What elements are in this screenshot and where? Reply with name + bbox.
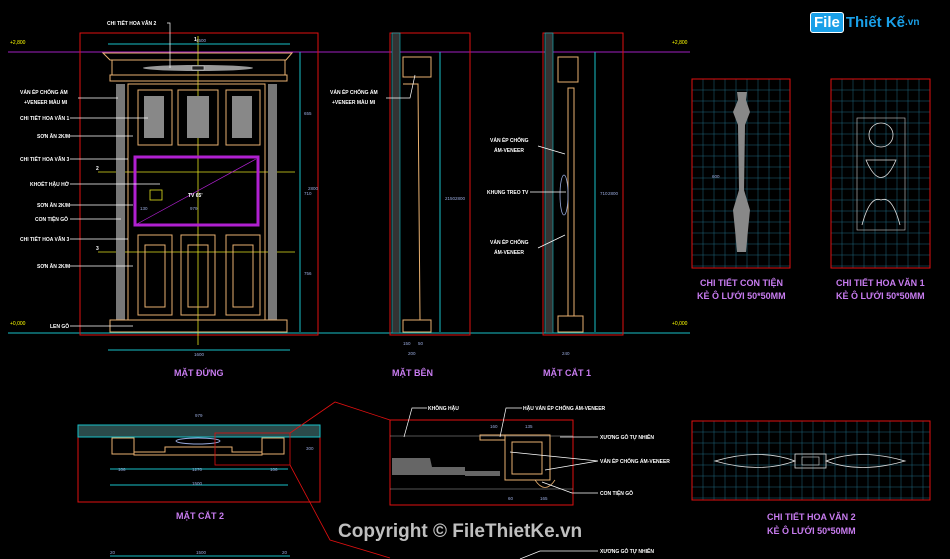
svg-text:XƯƠNG GỖ TỰ NHIÊN: XƯƠNG GỖ TỰ NHIÊN (600, 547, 654, 555)
svg-text:165: 165 (540, 496, 548, 501)
section-mark-2: 2 (96, 166, 99, 172)
pattern1-subtitle: KẺ Ô LƯỚI 50*50MM (836, 290, 925, 301)
svg-text:60: 60 (508, 496, 514, 501)
svg-text:2800: 2800 (455, 196, 466, 201)
svg-text:135: 135 (525, 424, 533, 429)
pattern2-subtitle: KẺ Ô LƯỚI 50*50MM (767, 525, 856, 536)
baluster-subtitle: KẺ Ô LƯỚI 50*50MM (697, 290, 786, 301)
svg-text:2800: 2800 (608, 191, 619, 196)
svg-text:KHÔNG HẬU: KHÔNG HẬU (428, 404, 459, 412)
level-ground-right: +0,000 (672, 321, 688, 327)
elevation-title: MẶT ĐỨNG (174, 367, 223, 378)
svg-text:VÁN ÉP CHỐNG: VÁN ÉP CHỐNG (490, 136, 529, 144)
svg-text:CHI TIẾT HOA VĂN 3: CHI TIẾT HOA VĂN 3 (20, 236, 69, 243)
copyright-watermark: Copyright © FileThietKe.vn (338, 521, 582, 542)
elevation-label-list: CHI TIẾT HOA VĂN 1 SƠN ÂN 2K/M CHI TIẾT … (20, 115, 160, 330)
svg-text:SƠN ÂN 2K/M: SƠN ÂN 2K/M (37, 133, 70, 140)
tv-label: TV 65' (188, 193, 203, 199)
section-1: 710 2800 240 VÁN ÉP CHỐNG ẨM-VENEER KHUN… (487, 32, 624, 378)
label-hoa-van-2: CHI TIẾT HOA VĂN 2 (107, 20, 156, 27)
section-mark-1: 1 (194, 37, 197, 43)
svg-text:CON TIỆN GỖ: CON TIỆN GỖ (600, 489, 633, 497)
svg-text:ẨM-VENEER: ẨM-VENEER (494, 147, 524, 154)
dim-h2: 710 (304, 191, 312, 196)
label-veneer: +VENEER MÀU MI (24, 99, 68, 106)
svg-text:1500: 1500 (192, 481, 203, 486)
svg-text:VÁN ÉP CHỐNG ẨM-VENEER: VÁN ÉP CHỐNG ẨM-VENEER (600, 457, 670, 465)
svg-text:106: 106 (118, 467, 126, 472)
svg-text:200: 200 (408, 351, 416, 356)
label-van-ep: VÁN ÉP CHỐNG ẨM (20, 88, 68, 96)
detail-pattern-1: CHI TIẾT HOA VĂN 1 KẺ Ô LƯỚI 50*50MM (830, 78, 931, 301)
svg-text:20: 20 (282, 550, 288, 555)
svg-text:20: 20 (110, 550, 116, 555)
svg-text:XƯƠNG GỖ TỰ NHIÊN: XƯƠNG GỖ TỰ NHIÊN (600, 433, 654, 441)
level-top-left: +2,800 (10, 40, 26, 46)
svg-text:710: 710 (600, 191, 608, 196)
svg-text:+VENEER MÀU MI: +VENEER MÀU MI (332, 99, 376, 106)
detail-baluster: 600 CHI TIẾT CON TIỆN KẺ Ô LƯỚI 50*50MM (691, 78, 791, 301)
svg-text:979: 979 (195, 413, 203, 418)
section-detail: 160 135 165 60 KHÔNG HẬU HẬU VÁN ÉP CHỐN… (389, 404, 670, 559)
dim-side: 130 (140, 206, 148, 211)
svg-text:1500: 1500 (196, 550, 207, 555)
level-ground-left: +0,000 (10, 321, 26, 327)
pattern2-title: CHI TIẾT HOA VĂN 2 (767, 512, 856, 522)
section-2-title: MẶT CẮT 2 (176, 511, 224, 521)
filethietke-logo: File Thiết Kế .vn (810, 12, 919, 33)
svg-text:SƠN ÂN 2K/M: SƠN ÂN 2K/M (37, 202, 70, 209)
svg-text:KHUNG TREO TV: KHUNG TREO TV (487, 190, 529, 196)
svg-text:CON TIỆN GỖ: CON TIỆN GỖ (35, 215, 68, 223)
svg-text:240: 240 (562, 351, 570, 356)
svg-text:600: 600 (712, 174, 720, 179)
svg-text:KHOÉT HẬU HỞ: KHOÉT HẬU HỞ (30, 180, 70, 188)
detail-pattern-2: CHI TIẾT HOA VĂN 2 KẺ Ô LƯỚI 50*50MM (691, 420, 931, 536)
svg-text:160: 160 (490, 424, 498, 429)
svg-text:CHI TIẾT HOA VĂN 3: CHI TIẾT HOA VĂN 3 (20, 156, 69, 163)
svg-text:CHI TIẾT HOA VĂN 1: CHI TIẾT HOA VĂN 1 (20, 115, 69, 122)
side-view: 2150 2800 150 50 200 VÁN ÉP CHỐNG ẨM +VE… (330, 32, 471, 378)
bottom-partial-drawing: 20 1500 20 (110, 550, 290, 557)
svg-text:VÁN ÉP CHỐNG ẨM: VÁN ÉP CHỐNG ẨM (330, 88, 378, 96)
svg-text:HẬU VÁN ÉP CHỐNG ẨM-VENEER: HẬU VÁN ÉP CHỐNG ẨM-VENEER (523, 404, 606, 412)
svg-text:50: 50 (418, 341, 424, 346)
svg-text:300: 300 (306, 446, 314, 451)
baluster-title: CHI TIẾT CON TIỆN (700, 277, 783, 288)
svg-text:ẨM-VENEER: ẨM-VENEER (494, 249, 524, 256)
dim-top-width: 1500 (196, 38, 207, 43)
svg-text:VÁN ÉP CHỐNG: VÁN ÉP CHỐNG (490, 238, 529, 246)
dim-bottom-width: 1600 (194, 352, 205, 357)
dim-h3: 756 (304, 271, 312, 276)
pattern1-title: CHI TIẾT HOA VĂN 1 (836, 278, 925, 288)
side-view-title: MẶT BÊN (392, 367, 433, 378)
dim-h1: 655 (304, 111, 312, 116)
dim-height: 2800 (308, 186, 319, 191)
level-top-right: +2,800 (672, 40, 688, 46)
svg-text:SƠN ÂN 2K/M: SƠN ÂN 2K/M (37, 263, 70, 270)
section-mark-3: 3 (96, 246, 99, 252)
section-1-title: MẶT CẮT 1 (543, 368, 591, 378)
dim-tv-width: 979 (190, 206, 198, 211)
svg-text:2150: 2150 (445, 196, 456, 201)
front-elevation: TV 65' 1500 1600 655 710 756 2800 979 13… (20, 20, 319, 378)
svg-text:106: 106 (270, 467, 278, 472)
section-2: 979 1270 1500 106 106 300 MẶT CẮT 2 (77, 401, 391, 559)
svg-text:1270: 1270 (192, 467, 203, 472)
svg-text:LEN GỖ: LEN GỖ (50, 323, 69, 330)
svg-text:150: 150 (403, 341, 411, 346)
